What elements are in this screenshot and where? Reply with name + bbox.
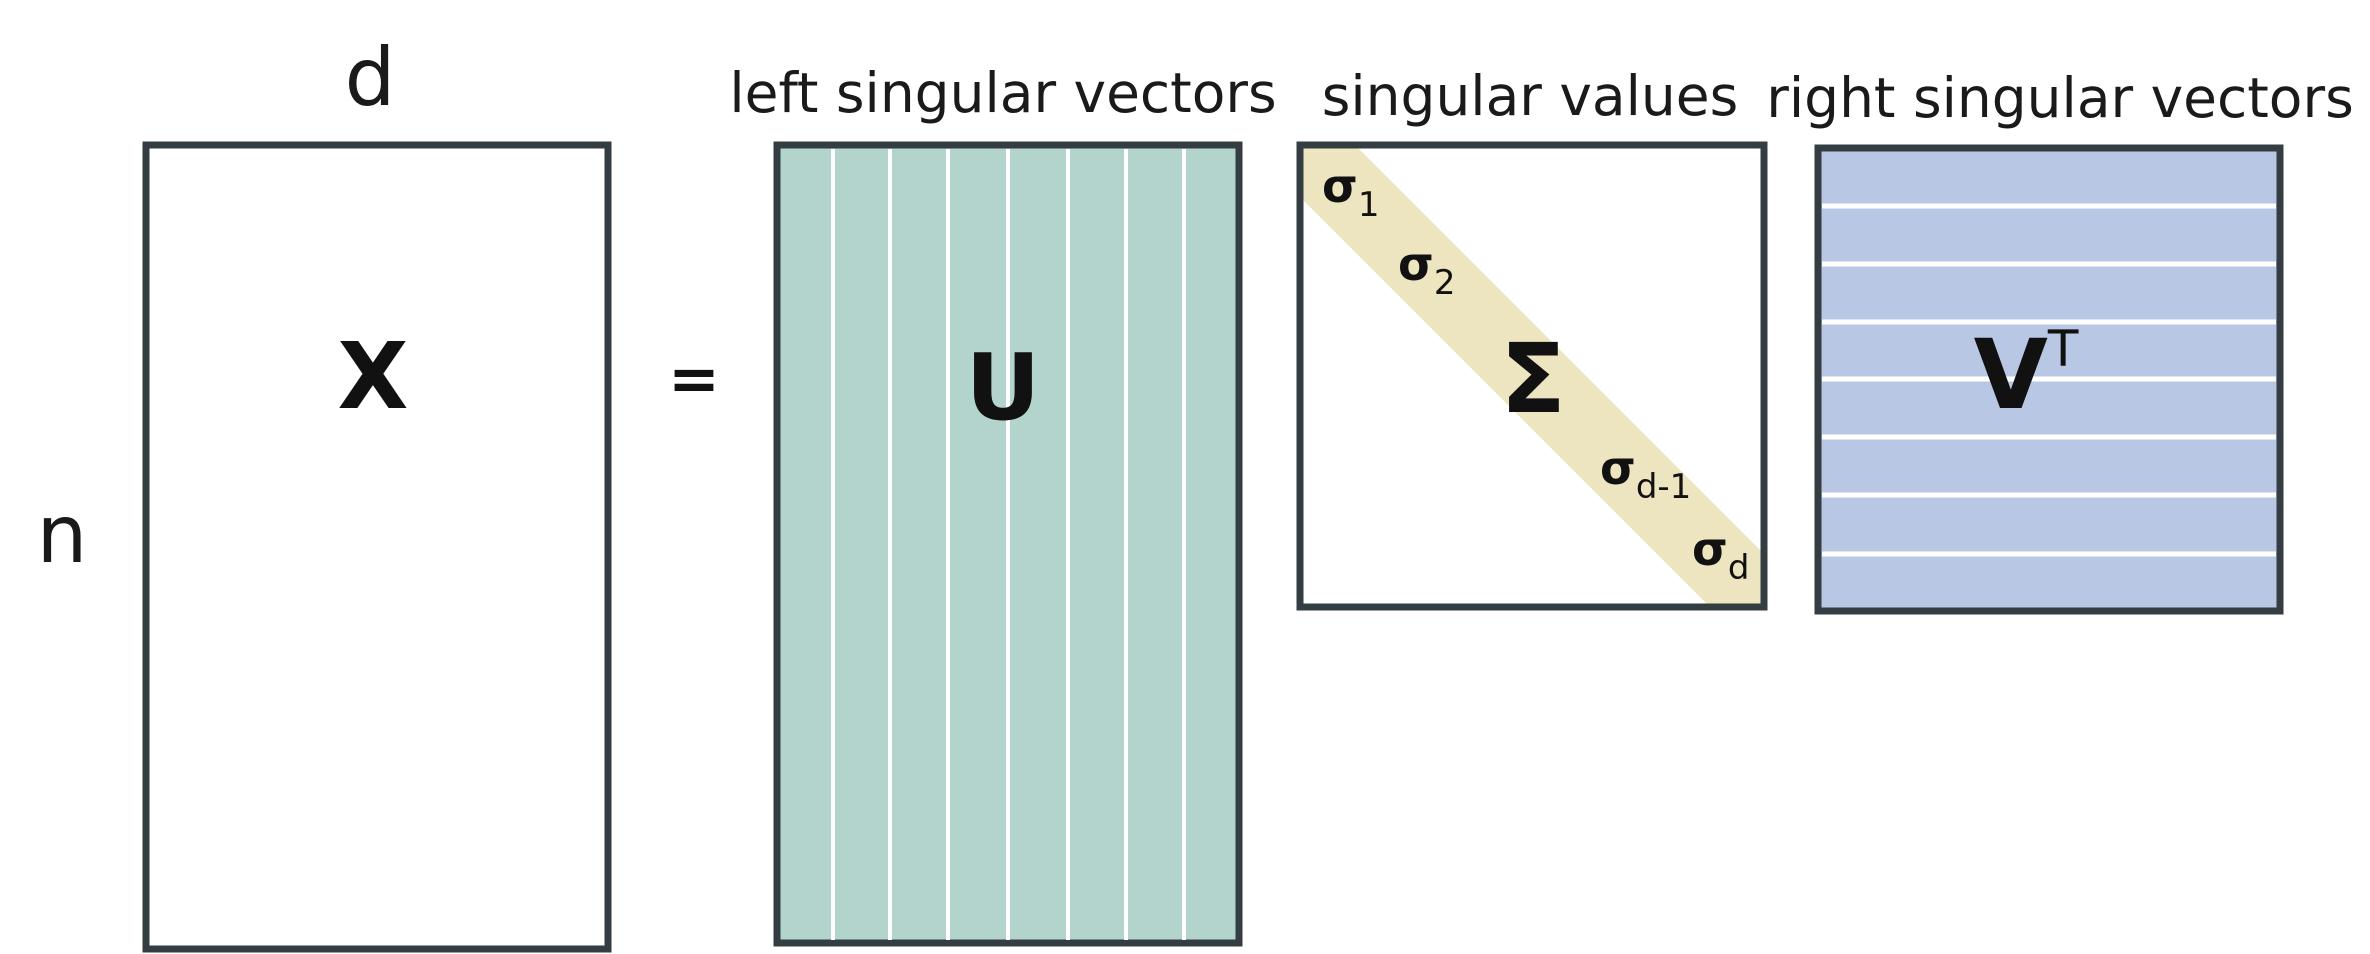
sigma-entry-subscript: 1 (1358, 185, 1380, 225)
heading-left-singular-vectors: left singular vectors (729, 61, 1276, 125)
heading-singular-values: singular values (1322, 64, 1739, 128)
sigma-diagonal-band (1300, 145, 1764, 607)
matrix-vt-superscript: T (2047, 320, 2079, 378)
matrix-sigma: σ1 σ2 σd-1 σd Σ (1296, 141, 1768, 611)
sigma-entry-base: σ (1322, 159, 1358, 213)
sigma-entry: σ2 (1398, 237, 1455, 303)
dimension-label-d: d (345, 31, 396, 124)
sigma-entry-subscript: 2 (1434, 263, 1456, 303)
matrix-x-box (142, 141, 612, 953)
sigma-entry-subscript: d (1728, 548, 1750, 588)
sigma-entry-base: σ (1600, 441, 1636, 495)
matrix-vt: VT (1814, 144, 2284, 615)
matrix-x: X (142, 141, 612, 953)
matrix-vt-symbol: VT (1974, 319, 2079, 431)
equals-sign: = (668, 342, 720, 415)
matrix-x-symbol: X (338, 323, 409, 430)
sigma-entry: σd (1692, 522, 1749, 588)
sigma-entry-subscript: d-1 (1636, 467, 1691, 507)
sigma-entry: σ1 (1322, 159, 1379, 225)
matrix-vt-base: V (1974, 319, 2048, 431)
dimension-label-n: n (37, 488, 88, 581)
sigma-entry-base: σ (1398, 237, 1434, 291)
sigma-entry: σd-1 (1600, 441, 1691, 507)
matrix-u-symbol: U (966, 334, 1041, 441)
matrix-sigma-symbol: Σ (1500, 323, 1566, 435)
matrix-u: U (773, 141, 1243, 947)
matrix-sigma-box (1296, 141, 1768, 611)
heading-right-singular-vectors: right singular vectors (1766, 66, 2353, 130)
sigma-entry-base: σ (1692, 522, 1728, 576)
